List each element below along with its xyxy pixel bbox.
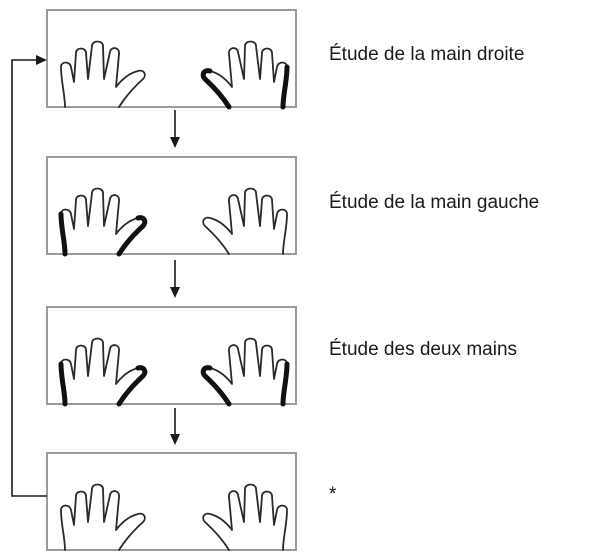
step-box-2 [46, 156, 297, 255]
step-frame [46, 452, 297, 551]
step-frame [46, 156, 297, 255]
step-box-1 [46, 9, 297, 108]
step-box-4 [46, 452, 297, 551]
repeat-loop-arrow [11, 55, 47, 497]
step-label-3: Étude des deux mains [329, 339, 518, 360]
step-label-1: Étude de la main droite [329, 44, 525, 65]
step-box-3 [46, 306, 297, 405]
step-label-2: Étude de la main gauche [329, 192, 540, 213]
step-frame [46, 9, 297, 108]
connector-arrows [170, 110, 180, 445]
arrow-down-icon [170, 287, 180, 298]
step-frame [46, 306, 297, 405]
loop-line [11, 59, 47, 497]
step-label-4: * [329, 484, 337, 505]
arrow-down-icon [170, 434, 180, 445]
arrow-right-icon [36, 55, 47, 65]
arrow-down-icon [170, 137, 180, 148]
